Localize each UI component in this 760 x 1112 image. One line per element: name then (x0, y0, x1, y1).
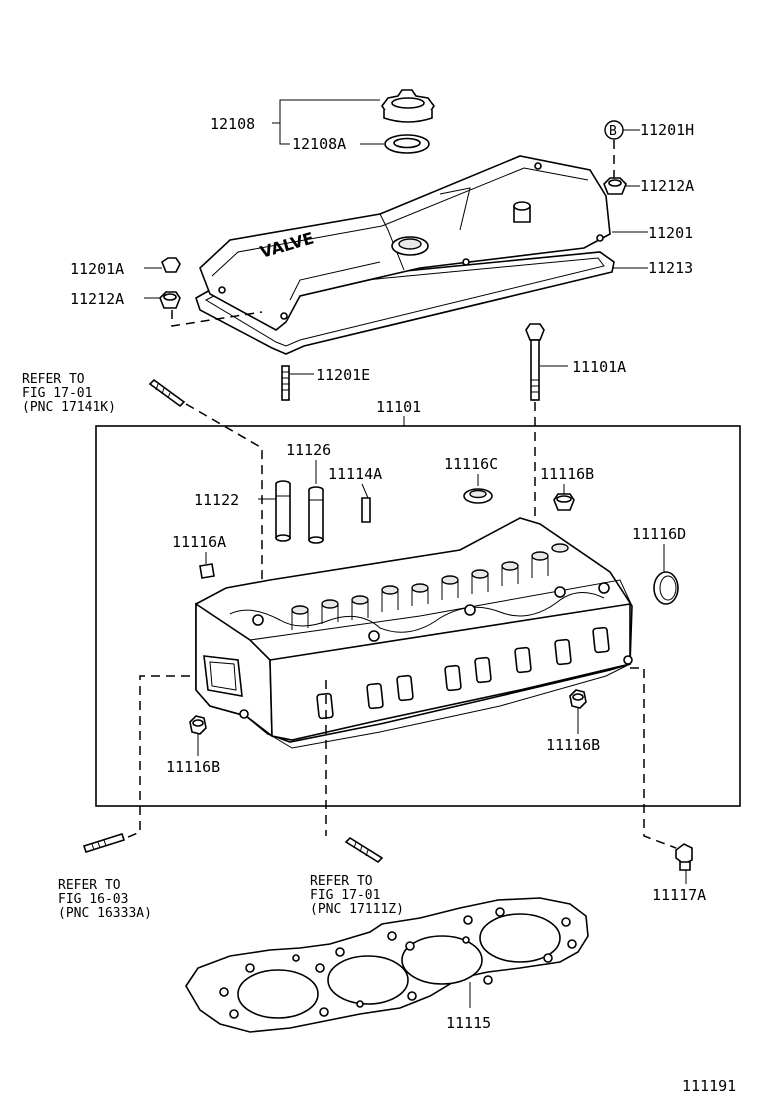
label-11201A: 11201A (70, 260, 124, 278)
ref-bottom-mid-line2: FIG 17-01 (310, 888, 380, 903)
pin-11114A[interactable] (361, 497, 371, 523)
plug-11117A[interactable] (675, 843, 693, 871)
valve-guide-11126[interactable] (308, 486, 324, 544)
cylinder-head-11101[interactable] (195, 517, 633, 749)
ref-bottom-mid-line1: REFER TO (310, 874, 373, 889)
cylinder-head-group-box (95, 425, 741, 807)
label-11116B-right: 11116B (546, 736, 600, 754)
plug-11116B-right[interactable] (569, 689, 587, 709)
stud-11201E[interactable] (281, 365, 290, 401)
marker-b-label: B (609, 124, 617, 139)
label-11213: 11213 (648, 259, 693, 277)
cylinder-head-cover-11201[interactable]: VALVE (195, 155, 615, 355)
stud-ref-17111Z[interactable] (344, 836, 384, 864)
valve-guide-11122[interactable] (275, 480, 291, 542)
plug-11116C[interactable] (463, 488, 493, 504)
label-11201: 11201 (648, 224, 693, 242)
ref-top-left-line2: FIG 17-01 (22, 386, 92, 401)
ref-bottom-left-line2: FIG 16-03 (58, 892, 128, 907)
label-11101A: 11101A (572, 358, 626, 376)
b-marker-circle: B (604, 120, 624, 140)
label-11117A: 11117A (652, 886, 706, 904)
label-11116B-top: 11116B (540, 465, 594, 483)
stud-ref-17141K[interactable] (148, 378, 186, 408)
oil-filler-cap-12108[interactable] (381, 89, 435, 123)
label-11114A: 11114A (328, 465, 382, 483)
ref-top-left-line1: REFER TO (22, 372, 85, 387)
label-11116D: 11116D (632, 525, 686, 543)
head-gasket-11115[interactable] (185, 897, 589, 1033)
label-11201E: 11201E (316, 366, 370, 384)
label-12108: 12108 (210, 115, 255, 133)
label-11212A-top: 11212A (640, 177, 694, 195)
label-11212A-left: 11212A (70, 290, 124, 308)
label-11122: 11122 (194, 491, 239, 509)
plug-11116B-left[interactable] (189, 715, 207, 735)
ref-bottom-mid-line3: (PNC 17111Z) (310, 902, 404, 917)
label-11201H: 11201H (640, 121, 694, 139)
stud-ref-16333A[interactable] (82, 833, 126, 853)
head-bolt-11101A[interactable] (525, 323, 545, 401)
label-11115: 11115 (446, 1014, 491, 1032)
label-11126: 11126 (286, 441, 331, 459)
ref-bottom-left-line3: (PNC 16333A) (58, 906, 152, 921)
grommet-11212A-left[interactable] (159, 291, 181, 309)
plug-11116A[interactable] (199, 563, 215, 579)
grommet-11212A-top[interactable] (603, 177, 627, 195)
ref-bottom-left-line1: REFER TO (58, 878, 121, 893)
label-11101: 11101 (376, 398, 421, 416)
filler-cap-gasket-12108A[interactable] (384, 134, 430, 154)
diagram-id: 111191 (682, 1077, 736, 1095)
bolt-11201A[interactable] (161, 257, 181, 273)
ref-top-left-line3: (PNC 17141K) (22, 400, 116, 415)
plug-11116B-top[interactable] (553, 493, 575, 511)
label-12108A: 12108A (292, 135, 346, 153)
label-11116B-left: 11116B (166, 758, 220, 776)
label-11116A: 11116A (172, 533, 226, 551)
label-11116C: 11116C (444, 455, 498, 473)
plug-11116D[interactable] (653, 571, 679, 605)
